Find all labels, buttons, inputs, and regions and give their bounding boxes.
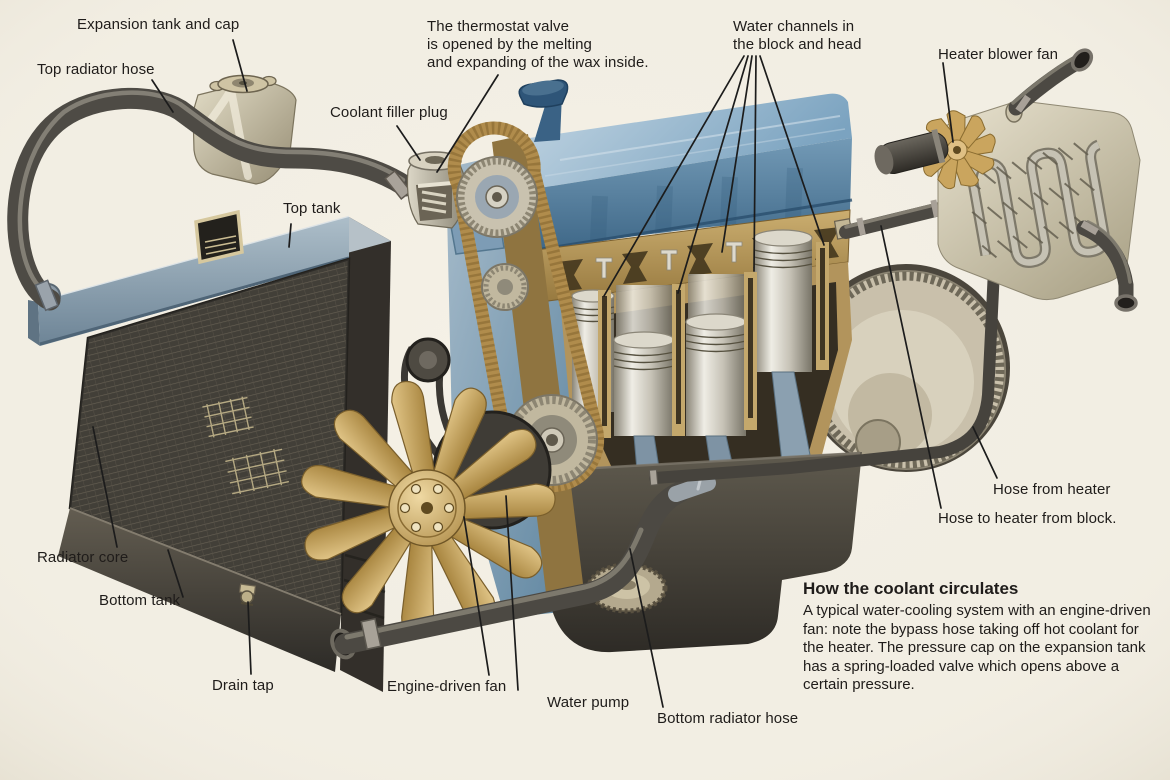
label-heater-blower-fan: Heater blower fan (938, 46, 1059, 63)
label-bottom-tank: Bottom tank (99, 592, 181, 609)
timing-belt-drive (447, 121, 605, 610)
label-water-pump: Water pump (547, 694, 630, 711)
label-thermostat-note: The thermostat valve is opened by the me… (427, 18, 649, 71)
heater-right-hose (1076, 220, 1138, 312)
thermostat-spring (421, 190, 447, 214)
label-coolant-filler-plug: Coolant filler plug (330, 104, 448, 121)
tensioner-sprocket (481, 263, 529, 311)
core-cutaway (194, 209, 290, 495)
heater-top-hose (1005, 48, 1094, 123)
label-radiator-core: Radiator core (37, 549, 129, 566)
label-bottom-radiator-hose: Bottom radiator hose (657, 710, 799, 727)
label-engine-driven-fan: Engine-driven fan (387, 678, 507, 695)
flywheel (802, 264, 1010, 472)
engine-driven-fan (297, 378, 556, 639)
fan-hub-bolts (399, 483, 455, 533)
oil-filler-tube (518, 79, 569, 142)
radiator (28, 209, 391, 692)
label-top-tank: Top tank (283, 200, 341, 217)
leader-lines (92, 39, 998, 708)
label-expansion-tank: Expansion tank and cap (77, 16, 240, 33)
bottom-radiator-hose (334, 475, 716, 655)
heater-blower-fan (874, 109, 998, 192)
label-top-radiator-hose: Top radiator hose (37, 61, 155, 78)
caption: How the coolant circulates A typical wat… (803, 579, 1170, 695)
hose-from-heater (649, 222, 1002, 484)
water-channels (598, 242, 829, 438)
heater-unit (874, 48, 1141, 312)
camshaft-sprocket (456, 156, 538, 238)
drain-tap (238, 583, 257, 606)
caption-title: How the coolant circulates (803, 579, 1019, 598)
label-water-channels: Water channels in the block and head (733, 18, 862, 53)
blower-motor (874, 128, 949, 175)
label-drain-tap: Drain tap (212, 677, 274, 694)
label-hose-to-heater: Hose to heater from block. (938, 510, 1117, 527)
label-hose-from-heater: Hose from heater (993, 481, 1111, 498)
caption-body: A typical water-cooling system with an e… (803, 602, 1151, 693)
